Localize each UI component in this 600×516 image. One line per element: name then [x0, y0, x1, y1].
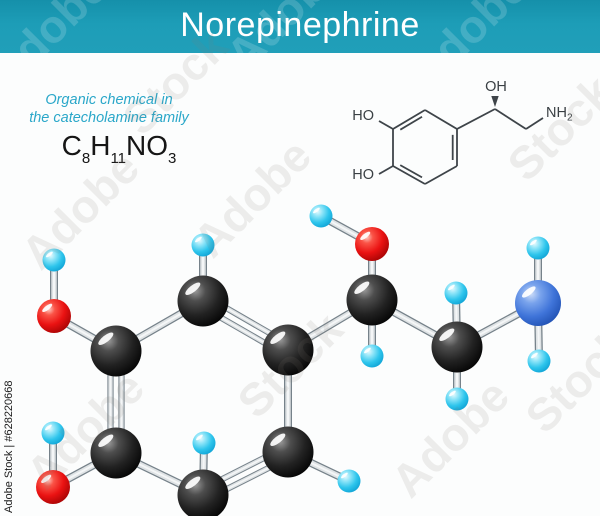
- svg-text:HO: HO: [352, 167, 374, 183]
- subtitle-line-1: Organic chemical in: [45, 92, 173, 108]
- formula-element: H: [90, 130, 111, 161]
- svg-text:OH: OH: [485, 79, 507, 95]
- subtitle-text: Organic chemical in the catecholamine fa…: [9, 92, 209, 127]
- svg-text:HO: HO: [352, 108, 374, 124]
- formula-subscript: 8: [81, 150, 91, 167]
- page-title: Norepinephrine: [180, 6, 420, 44]
- formula-subscript: 3: [168, 150, 177, 167]
- formula-element: NO: [126, 130, 169, 161]
- svg-text:NH2: NH2: [546, 105, 573, 124]
- subtitle-line-2: the catecholamine family: [29, 109, 189, 126]
- chemical-formula: C8H11NO3: [39, 130, 199, 167]
- formula-subscript: 11: [110, 150, 127, 167]
- stock-id-watermark: Adobe Stock | #628220668: [3, 380, 15, 513]
- formula-element: C: [61, 130, 82, 161]
- title-bar: Norepinephrine: [0, 0, 600, 53]
